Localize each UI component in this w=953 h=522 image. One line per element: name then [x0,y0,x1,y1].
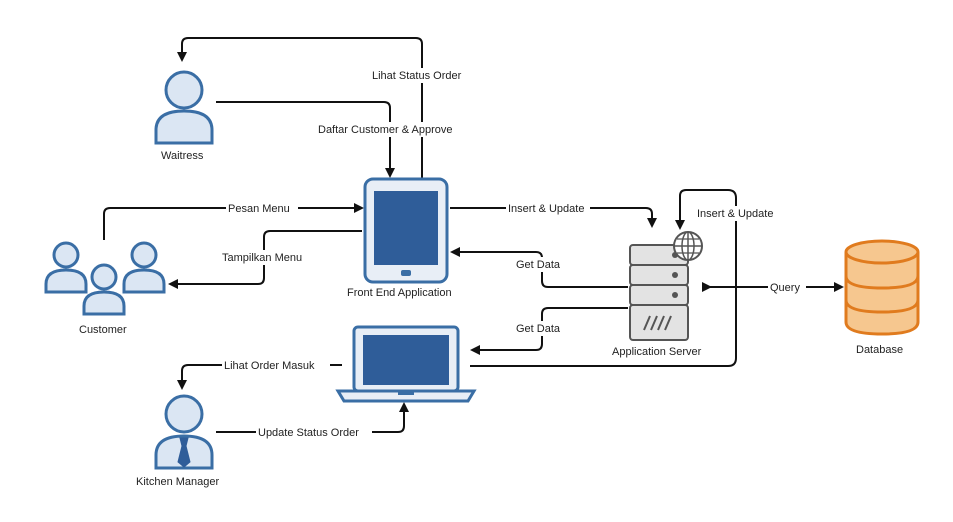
person-with-tie-icon [154,394,214,470]
label-lihat-status-order: Lihat Status Order [372,70,462,82]
label-front-end: Front End Application [347,287,452,299]
edge-labels: Lihat Status Order Daftar Customer & App… [220,68,806,440]
label-customer: Customer [79,324,127,336]
edge-insert-update-1 [450,207,657,228]
app-server-node: Application Server [612,231,703,358]
person-icon [82,263,126,316]
label-app-server: Application Server [612,346,702,358]
label-daftar-customer: Daftar Customer & Approve [318,124,453,136]
edge-daftar-customer [216,101,395,178]
edge-insert-update-2 [470,189,737,367]
label-get-data-1: Get Data [516,259,561,271]
edge-pesan-menu [103,203,364,240]
front-end-node: Front End Application [347,177,452,299]
label-kitchen-manager: Kitchen Manager [136,476,219,488]
edge-lihat-order-masuk [177,364,342,390]
label-waitress: Waitress [161,150,204,162]
label-tampilkan-menu: Tampilkan Menu [222,252,302,264]
label-database: Database [856,344,903,356]
kitchen-manager-node: Kitchen Manager [136,394,219,488]
globe-icon [673,231,703,261]
laptop-node [335,325,477,403]
label-update-status-order: Update Status Order [258,427,359,439]
waitress-node: Waitress [154,70,214,162]
label-insert-update-1: Insert & Update [508,203,584,215]
person-icon [122,241,166,294]
label-get-data-2: Get Data [516,323,561,335]
database-node: Database [844,239,920,356]
person-icon [44,241,88,294]
label-query: Query [770,282,800,294]
person-icon [154,70,214,145]
server-icon [629,244,689,341]
label-pesan-menu: Pesan Menu [228,203,290,215]
label-insert-update-2: Insert & Update [697,208,773,220]
label-lihat-order-masuk: Lihat Order Masuk [224,360,315,372]
database-icon [844,239,920,336]
edge-update-status-order [216,402,409,433]
tablet-icon [363,177,449,284]
connectors [103,37,844,433]
customer-node: Customer [44,241,166,336]
edge-lihat-status-order [177,37,423,180]
laptop-icon [335,325,477,403]
